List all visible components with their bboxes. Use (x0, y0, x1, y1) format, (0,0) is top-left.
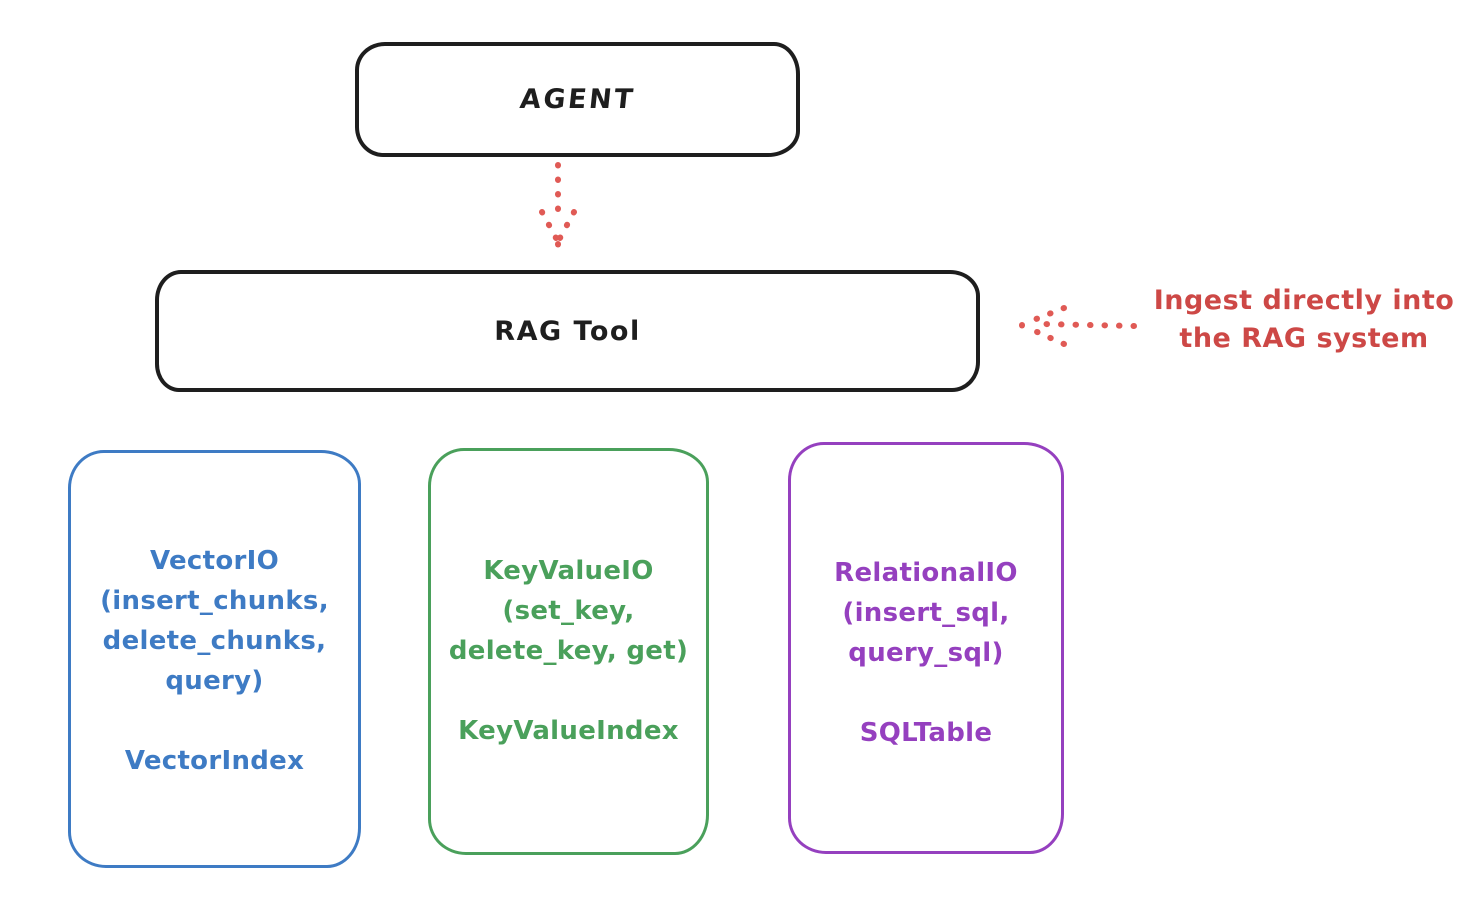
relational-io-line: query_sql) (848, 638, 1004, 668)
rag-tool-box: RAG Tool (155, 270, 980, 392)
ingest-annotation-line2: the RAG system (1179, 323, 1429, 354)
vector-io-title: VectorIO (insert_chunks, delete_chunks, … (100, 541, 329, 701)
arrow-shaft (1039, 321, 1137, 329)
arrowhead-right (557, 209, 577, 241)
vector-io-line: query) (165, 666, 264, 696)
keyvalue-io-box: KeyValueIO (set_key, delete_key, get) Ke… (428, 448, 709, 855)
agent-label: AGENT (518, 84, 637, 115)
dotted-arrow-down-icon (539, 162, 577, 248)
agent-box: AGENT (355, 42, 800, 157)
relational-io-box: RelationalIO (insert_sql, query_sql) SQL… (788, 442, 1064, 854)
relational-io-title: RelationalIO (insert_sql, query_sql) (834, 553, 1018, 673)
ingest-annotation: Ingest directly into the RAG system (1128, 282, 1480, 358)
arrowhead-bottom (1023, 324, 1067, 347)
ingest-annotation-line1: Ingest directly into (1153, 285, 1455, 316)
arrowhead-left (539, 209, 559, 241)
vector-io-box: VectorIO (insert_chunks, delete_chunks, … (68, 450, 361, 868)
relational-io-line: (insert_sql, (842, 598, 1010, 628)
keyvalue-io-line: delete_key, get) (448, 636, 689, 666)
vector-io-line: delete_chunks, (102, 626, 327, 656)
relational-io-line: RelationalIO (834, 558, 1018, 588)
vector-io-line: VectorIO (149, 546, 280, 576)
vector-index-label: VectorIndex (124, 746, 305, 776)
rag-tool-label: RAG Tool (494, 315, 641, 347)
keyvalue-index-label: KeyValueIndex (458, 716, 679, 746)
dotted-arrow-left-icon (1019, 305, 1137, 347)
keyvalue-io-line: KeyValueIO (483, 556, 654, 586)
arrowhead-top (1023, 305, 1067, 326)
sql-table-label: SQLTable (859, 718, 993, 748)
vector-io-line: (insert_chunks, (100, 586, 329, 616)
keyvalue-io-title: KeyValueIO (set_key, delete_key, get) (449, 551, 688, 671)
keyvalue-io-line: (set_key, (502, 596, 635, 626)
